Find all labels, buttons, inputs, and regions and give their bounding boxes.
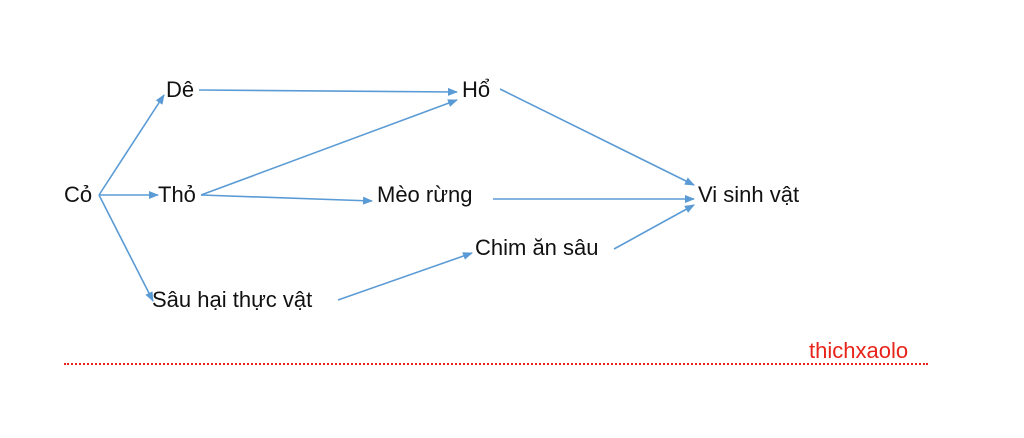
arrow-co-to-sau-hai	[98, 194, 154, 302]
arrow-sau-hai-to-chim-an-sau	[337, 252, 473, 301]
arrow-tho-to-ho	[200, 99, 458, 196]
arrow-chim-an-sau-to-vi-sinh-vat	[613, 204, 695, 250]
node-vi-sinh-vat: Vi sinh vật	[698, 182, 800, 207]
arrow-de-to-ho	[198, 87, 458, 96]
node-tho: Thỏ	[158, 182, 196, 207]
arrow-co-to-de	[98, 94, 165, 196]
arrow-tho-to-meo-rung	[200, 194, 373, 205]
node-ho: Hổ	[462, 77, 491, 102]
node-co: Cỏ	[64, 182, 93, 207]
dotted-divider-line	[64, 363, 928, 365]
node-meo-rung: Mèo rừng	[377, 182, 473, 207]
node-sau-hai-thuc-vat: Sâu hại thực vật	[152, 287, 313, 312]
arrow-ho-to-vi-sinh-vat	[499, 88, 695, 186]
arrows-layer	[98, 87, 695, 302]
node-de: Dê	[166, 77, 195, 102]
node-chim-an-sau: Chim ăn sâu	[475, 235, 599, 260]
watermark-text: thichxaolo	[809, 338, 909, 363]
